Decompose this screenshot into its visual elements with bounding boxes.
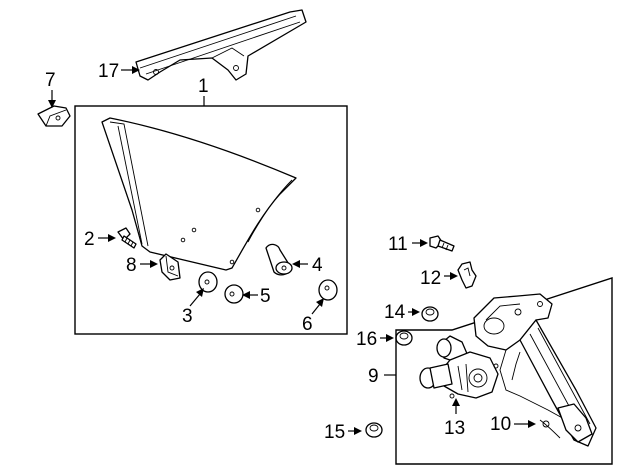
callout-11-group: 11: [388, 234, 428, 255]
part-2-bolt: [117, 227, 137, 249]
callout-13: 13: [444, 418, 465, 439]
part-12-clip: [457, 261, 477, 289]
part-14-grommet: [421, 306, 439, 322]
callout-5: 5: [260, 286, 271, 307]
regulator-group-frame: [395, 277, 613, 465]
part-6-grommet: [318, 279, 338, 301]
callout-3-group: 3: [182, 288, 204, 327]
callout-17-group: 17: [98, 61, 140, 82]
callout-6: 6: [302, 314, 313, 335]
callout-4-group: 4: [292, 255, 323, 276]
callout-15: 15: [324, 422, 345, 443]
callout-4: 4: [312, 255, 323, 276]
callout-16: 16: [356, 329, 377, 350]
callout-12-group: 12: [420, 268, 458, 289]
callout-17: 17: [98, 61, 119, 82]
callout-13-group: 13: [444, 398, 465, 439]
callout-7-group: 7: [45, 70, 56, 108]
callout-11: 11: [388, 234, 408, 255]
part-15-grommet: [365, 422, 383, 438]
callout-12: 12: [420, 268, 441, 289]
callout-15-group: 15: [324, 422, 362, 443]
glass-group-frame: [74, 105, 348, 335]
part-7-bracket: [37, 105, 71, 127]
callout-1-group: 1: [198, 76, 209, 106]
part-16-grommet: [395, 330, 413, 346]
callout-3: 3: [182, 306, 193, 327]
part-13-motor: [419, 335, 499, 399]
callout-8-group: 8: [126, 255, 158, 276]
part-5-grommet: [224, 284, 244, 304]
callout-10-group: 10: [490, 414, 536, 435]
callout-5-group: 5: [242, 286, 271, 307]
callout-7: 7: [45, 70, 56, 91]
callout-16-group: 16: [356, 329, 394, 350]
part-3-grommet: [198, 271, 218, 293]
callout-6-group: 6: [302, 298, 324, 335]
callout-1: 1: [198, 76, 209, 97]
callout-14-group: 14: [384, 302, 420, 323]
callout-9-group: 9: [368, 366, 396, 387]
callout-14: 14: [384, 302, 406, 323]
callout-2: 2: [84, 229, 95, 250]
callout-9: 9: [368, 366, 379, 387]
part-4-stud: [265, 243, 293, 276]
part-11-bolt: [429, 235, 455, 252]
callout-10: 10: [490, 414, 511, 435]
part-17-upper-channel: [135, 9, 307, 81]
quarter-glass: [101, 117, 297, 271]
window-regulator: [473, 293, 597, 447]
part-8-guide: [159, 253, 181, 281]
callout-8: 8: [126, 255, 137, 276]
callout-2-group: 2: [84, 229, 116, 250]
